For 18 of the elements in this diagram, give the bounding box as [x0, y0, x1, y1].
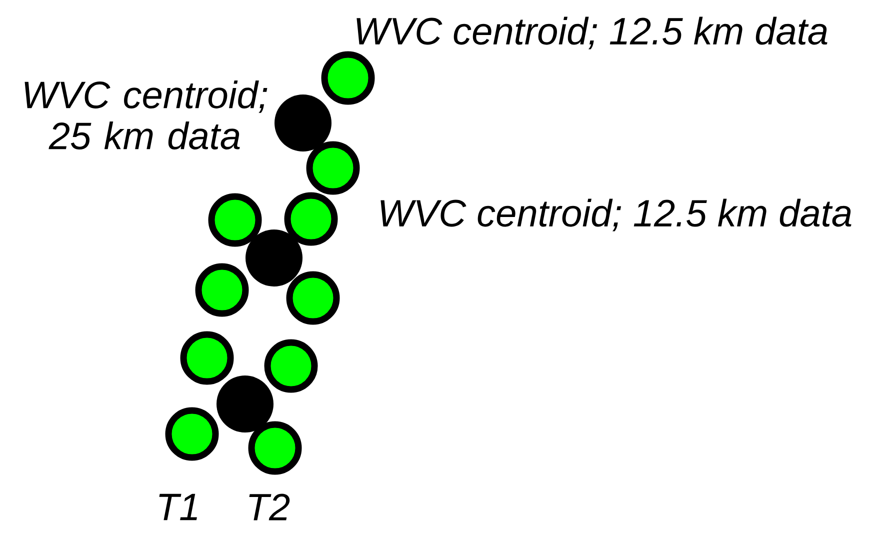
sample-point: [248, 421, 302, 475]
sample-point: [165, 407, 219, 461]
sample-point: [321, 51, 375, 105]
sample-point: [208, 193, 262, 247]
label: WVC centroid; 12.5 km data: [356, 16, 828, 50]
label: T2: [249, 494, 290, 520]
sample-point: [284, 192, 338, 246]
sample-point: [195, 263, 249, 317]
label: WVC centroid; 12.5 km data: [380, 198, 852, 232]
label: WVC centroid; 25 km data: [24, 80, 268, 150]
centroid-point: [274, 94, 332, 152]
sample-point: [264, 339, 318, 393]
sample-point: [180, 331, 234, 385]
centroid-point: [216, 376, 274, 432]
sample-point: [286, 271, 340, 325]
centroid-point: [246, 230, 302, 286]
sample-point: [306, 141, 360, 195]
label: T1: [159, 494, 197, 520]
